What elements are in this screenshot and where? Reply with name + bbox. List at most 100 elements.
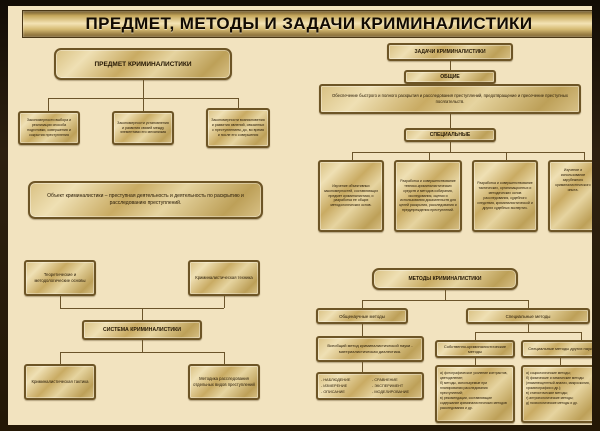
methods-other-item: б) физические и химические методы (люмин… bbox=[526, 375, 590, 390]
connector bbox=[475, 358, 476, 365]
methods-general-label-box: Общенаучные методы bbox=[316, 308, 408, 324]
connector bbox=[60, 352, 61, 364]
methods-universal-box: Всеобщий метод криминалистической науки … bbox=[316, 336, 424, 362]
methods-list-item: - ОПИСАНИЕ bbox=[321, 390, 345, 395]
connector bbox=[352, 152, 584, 153]
subject-item-1: Закономерности установления и развития с… bbox=[112, 111, 174, 145]
connector bbox=[450, 142, 451, 152]
connector bbox=[60, 296, 61, 308]
methods-own-label: Собственно-криминалистические методы bbox=[443, 343, 507, 354]
connector bbox=[238, 98, 239, 111]
methods-other-item: д) психологические методы и др. bbox=[526, 400, 578, 405]
system-header-label: СИСТЕМА КРИМИНАЛИСТИКИ bbox=[103, 327, 181, 333]
page-title: ПРЕДМЕТ, МЕТОДЫ И ЗАДАЧИ КРИМИНАЛИСТИКИ bbox=[85, 14, 533, 33]
tasks-special-item-2: Разработка и совершенствование тактическ… bbox=[472, 160, 538, 232]
connector bbox=[450, 61, 451, 70]
system-top-label: Теоретические и методологические основы bbox=[34, 272, 86, 283]
methods-own-item: а) фотографическое усиление контрастов, … bbox=[440, 371, 508, 380]
methods-general-list: - НАБЛЮДЕНИЕ - ИЗМЕРЕНИЕ - ОПИСАНИЕ - СР… bbox=[321, 377, 419, 395]
connector bbox=[475, 332, 581, 333]
tasks-special-item-0: Изучение объективных закономерностей, со… bbox=[318, 160, 384, 232]
tasks-general-text: Обеспечение быстрого и полного раскрытия… bbox=[332, 92, 568, 104]
subject-header-label: ПРЕДМЕТ КРИМИНАЛИСТИКИ bbox=[94, 60, 192, 68]
methods-list-item: - СРАВНЕНИЕ bbox=[372, 377, 398, 382]
connector bbox=[475, 332, 476, 340]
connector bbox=[352, 152, 353, 160]
connector bbox=[429, 152, 430, 160]
system-header-box: СИСТЕМА КРИМИНАЛИСТИКИ bbox=[82, 320, 202, 340]
subject-object-text: Объект криминалистики – преступная деяте… bbox=[47, 192, 244, 207]
connector bbox=[362, 300, 363, 308]
connector bbox=[142, 308, 143, 320]
connector bbox=[362, 362, 363, 372]
subject-item-label: Закономерности выбора и реализации спосо… bbox=[26, 118, 72, 137]
connector bbox=[560, 358, 561, 365]
methods-other-item: г) антропологические методы; bbox=[526, 395, 574, 400]
methods-universal-text: Всеобщий метод криминалистической науки … bbox=[327, 343, 413, 354]
methods-special-label-box: Специальные методы bbox=[466, 308, 590, 324]
connector bbox=[506, 152, 507, 160]
subject-item-label: Закономерности установления и развития с… bbox=[117, 120, 169, 135]
methods-other-label: Специальные методы других наук bbox=[528, 346, 592, 352]
connector bbox=[528, 324, 529, 332]
tasks-special-label: СПЕЦИАЛЬНЫЕ bbox=[429, 132, 471, 138]
subject-object-note: Объект криминалистики – преступная деяте… bbox=[28, 181, 263, 219]
methods-own-item: б) методы, используемые при планировании… bbox=[440, 380, 488, 395]
methods-list-item: - МОДЕЛИРОВАНИЕ bbox=[372, 390, 410, 395]
methods-other-label-box: Специальные методы других наук bbox=[521, 340, 592, 358]
methods-list-item: - НАБЛЮДЕНИЕ bbox=[321, 377, 351, 382]
tasks-special-item-label: Разработка и совершенствование технико-к… bbox=[399, 178, 457, 213]
methods-other-items: а) социологические методы; б) физические… bbox=[526, 371, 592, 406]
tasks-special-item-label: Разработка и совершенствование тактическ… bbox=[477, 181, 533, 210]
connector bbox=[48, 98, 49, 111]
subject-header-box: ПРЕДМЕТ КРИМИНАЛИСТИКИ bbox=[54, 48, 232, 80]
system-top-0: Теоретические и методологические основы bbox=[24, 260, 96, 296]
methods-general-list-box: - НАБЛЮДЕНИЕ - ИЗМЕРЕНИЕ - ОПИСАНИЕ - СР… bbox=[316, 372, 424, 400]
poster-paper: ПРЕДМЕТ, МЕТОДЫ И ЗАДАЧИ КРИМИНАЛИСТИКИ … bbox=[8, 6, 592, 425]
methods-general-list-right: - СРАВНЕНИЕ - ЭКСПЕРИМЕНТ - МОДЕЛИРОВАНИ… bbox=[372, 377, 419, 395]
methods-general-list-left: - НАБЛЮДЕНИЕ - ИЗМЕРЕНИЕ - ОПИСАНИЕ bbox=[321, 377, 368, 395]
tasks-general-text-box: Обеспечение быстрого и полного раскрытия… bbox=[319, 84, 581, 114]
subject-item-2: Закономерности возникновения и развития … bbox=[206, 108, 270, 148]
methods-list-item: - ИЗМЕРЕНИЕ bbox=[321, 383, 348, 388]
connector bbox=[143, 80, 144, 98]
methods-header-label: МЕТОДЫ КРИМИНАЛИСТИКИ bbox=[408, 276, 482, 282]
tasks-special-item-1: Разработка и совершенствование технико-к… bbox=[394, 160, 462, 232]
methods-list-item: - ЭКСПЕРИМЕНТ bbox=[372, 383, 404, 388]
connector bbox=[362, 300, 528, 301]
connector bbox=[445, 290, 446, 300]
system-bottom-label: Криминалистическая тактика bbox=[31, 379, 89, 385]
connector bbox=[584, 152, 585, 160]
subject-item-label: Закономерности возникновения и развития … bbox=[211, 118, 265, 137]
system-bottom-1: Методика расследования отдельных видов п… bbox=[188, 364, 260, 400]
connector bbox=[581, 332, 582, 340]
methods-own-items: а) фотографическое усиление контрастов, … bbox=[440, 371, 510, 411]
subject-item-0: Закономерности выбора и реализации спосо… bbox=[18, 111, 80, 145]
tasks-header-box: ЗАДАЧИ КРИМИНАЛИСТИКИ bbox=[387, 43, 513, 61]
system-top-label: Криминалистическая техника bbox=[195, 275, 253, 281]
connector bbox=[60, 352, 224, 353]
poster-title-bar: ПРЕДМЕТ, МЕТОДЫ И ЗАДАЧИ КРИМИНАЛИСТИКИ bbox=[22, 10, 592, 38]
connector bbox=[362, 324, 363, 336]
connector bbox=[224, 352, 225, 364]
system-bottom-0: Криминалистическая тактика bbox=[24, 364, 96, 400]
methods-own-label-box: Собственно-криминалистические методы bbox=[435, 340, 515, 358]
tasks-special-item-label: Изучение и использование зарубежного кри… bbox=[555, 168, 591, 192]
tasks-general-label-box: ОБЩИЕ bbox=[404, 70, 496, 84]
methods-own-items-box: а) фотографическое усиление контрастов, … bbox=[435, 365, 515, 423]
methods-special-label: Специальные методы bbox=[505, 313, 551, 319]
connector bbox=[528, 300, 529, 308]
tasks-special-label-box: СПЕЦИАЛЬНЫЕ bbox=[404, 128, 496, 142]
methods-other-items-box: а) социологические методы; б) физические… bbox=[521, 365, 592, 423]
diagram-canvas: ПРЕДМЕТ КРИМИНАЛИСТИКИ Закономерности вы… bbox=[16, 40, 592, 425]
tasks-special-item-label: Изучение объективных закономерностей, со… bbox=[323, 183, 379, 208]
methods-other-item: в) статистические методы; bbox=[526, 390, 568, 395]
tasks-header-label: ЗАДАЧИ КРИМИНАЛИСТИКИ bbox=[414, 49, 486, 55]
connector bbox=[143, 98, 144, 111]
tasks-general-label: ОБЩИЕ bbox=[440, 74, 460, 80]
methods-header-box: МЕТОДЫ КРИМИНАЛИСТИКИ bbox=[372, 268, 518, 290]
system-bottom-label: Методика расследования отдельных видов п… bbox=[193, 376, 255, 387]
connector bbox=[224, 296, 225, 308]
system-top-1: Криминалистическая техника bbox=[188, 260, 260, 296]
